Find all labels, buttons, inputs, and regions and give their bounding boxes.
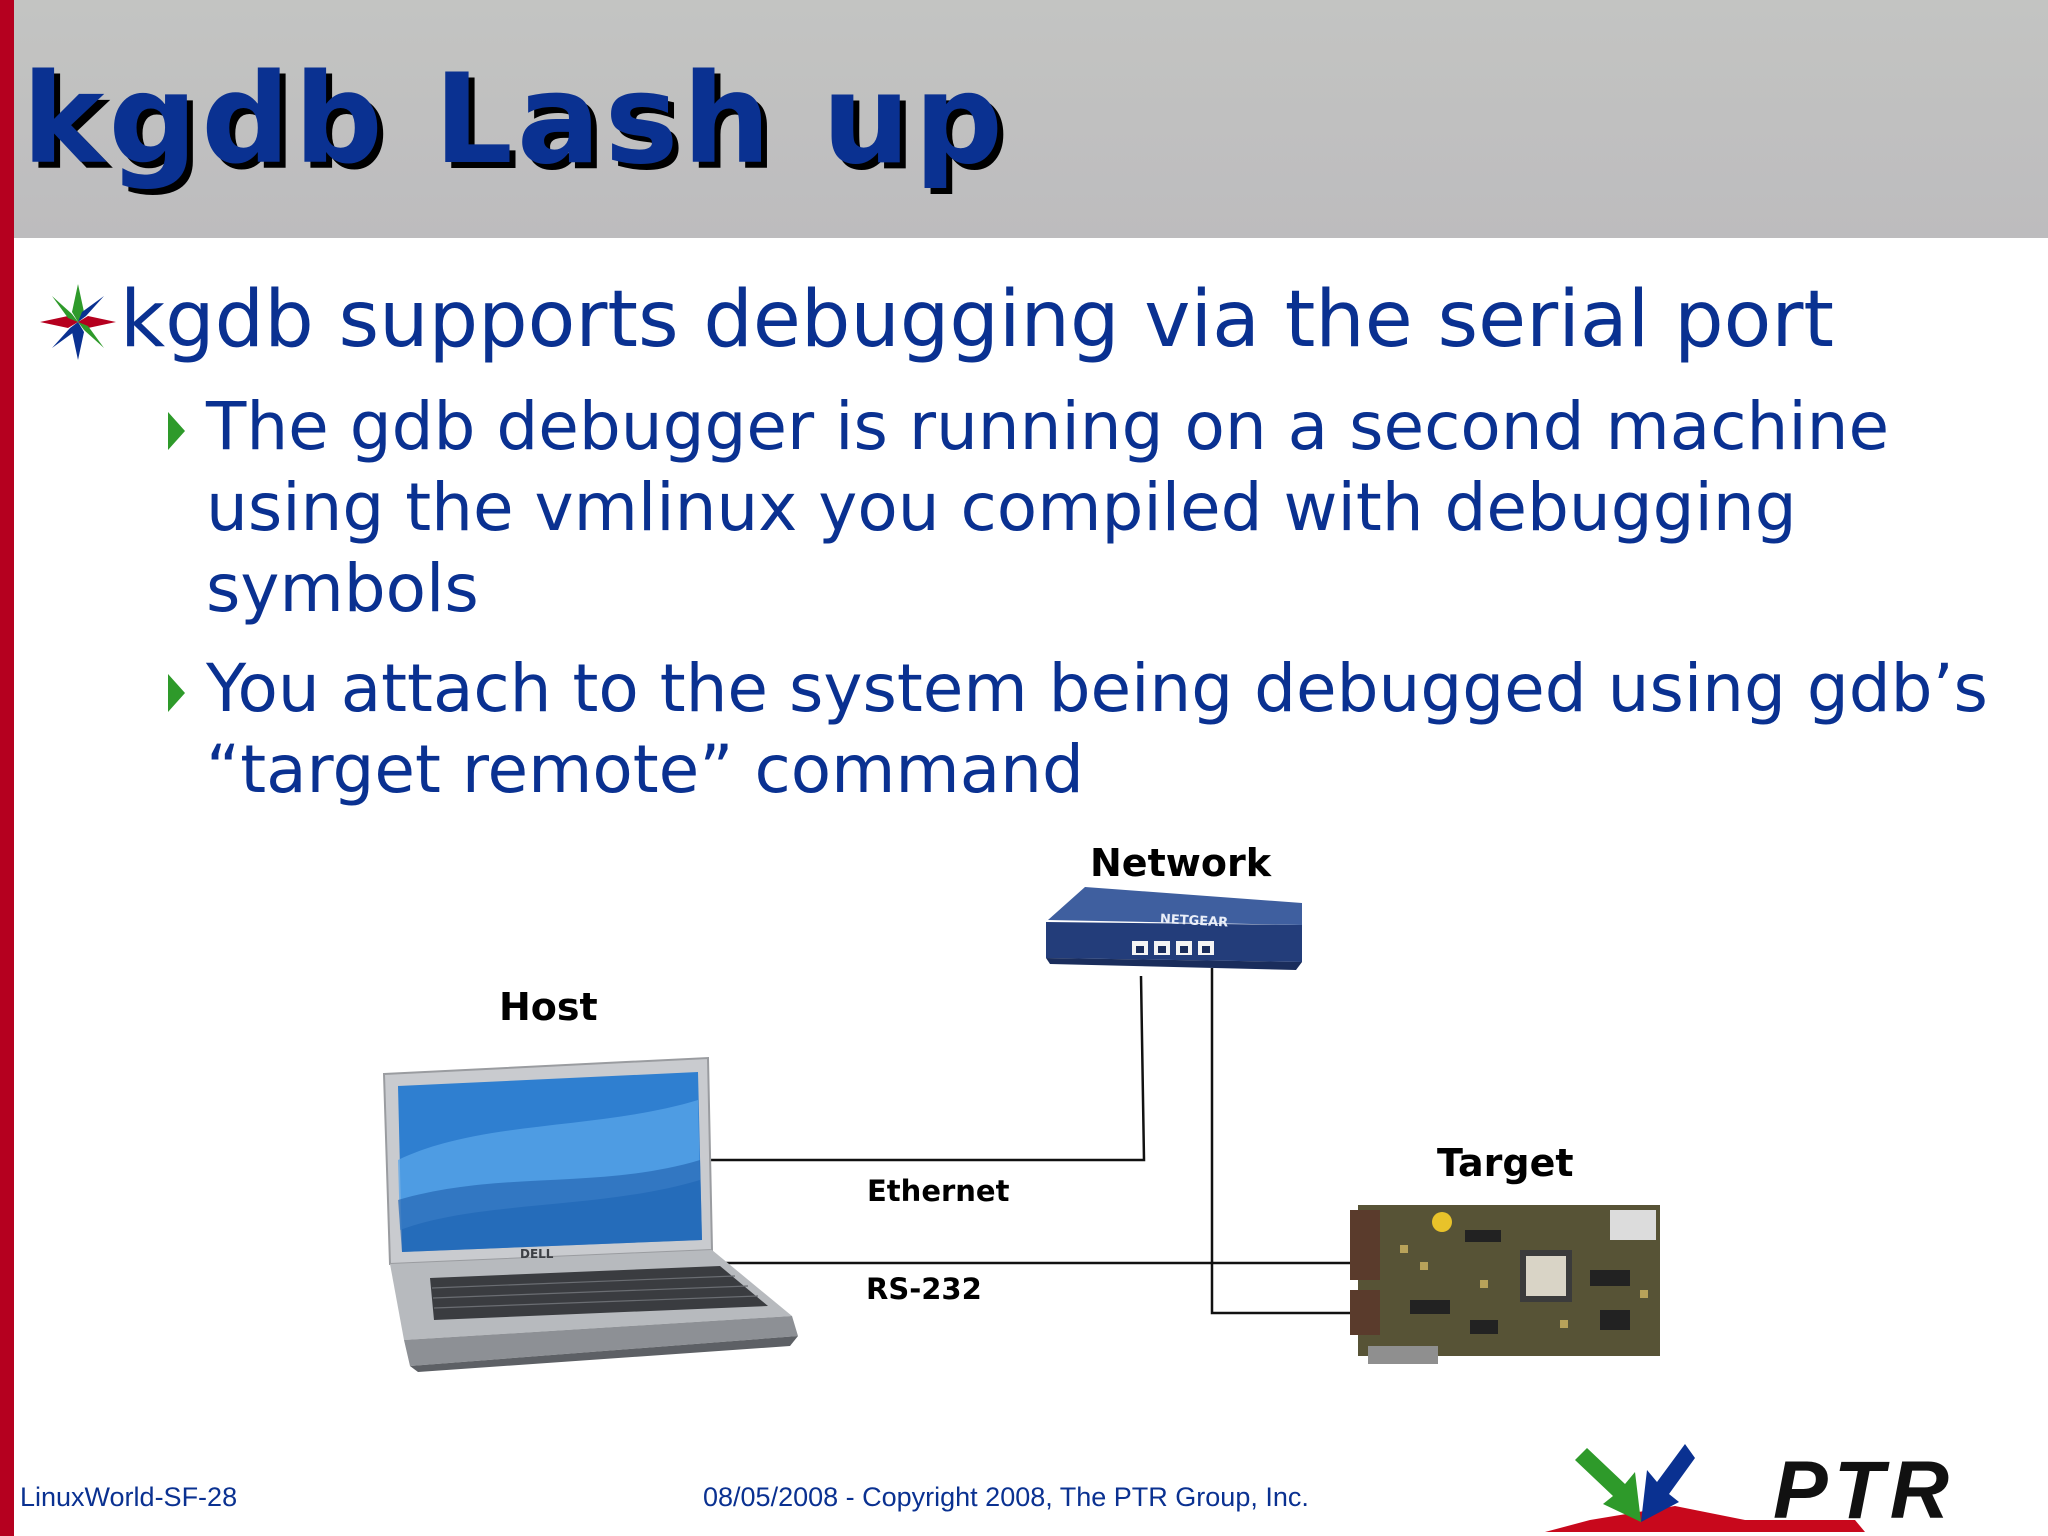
footer-copyright: 08/05/2008 - Copyright 2008, The PTR Gro… (703, 1482, 1309, 1512)
laptop-icon: DELL (382, 1056, 798, 1372)
network-switch-icon: NETGEAR (1046, 887, 1302, 970)
footer-slide-id: LinuxWorld-SF-28 (20, 1482, 238, 1512)
triangle-bullet-icon (168, 412, 185, 450)
svg-text:DELL: DELL (520, 1247, 554, 1261)
triangle-bullet-icon (168, 674, 185, 712)
ethernet-label: Ethernet (867, 1174, 1010, 1208)
target-network-line (1210, 968, 1360, 1315)
title-band (14, 0, 2048, 238)
rs232-label: RS-232 (866, 1272, 982, 1306)
sub-bullet-text: You attach to the system being debugged … (206, 650, 1988, 808)
svg-text:NETGEAR: NETGEAR (1160, 912, 1229, 931)
connection-lines (700, 968, 1360, 1315)
host-label: Host (499, 985, 598, 1029)
target-board-icon (1350, 1205, 1660, 1364)
ptr-logo-icon: PTR (1545, 1444, 1955, 1536)
starburst-bullet-icon (40, 284, 116, 360)
target-label: Target (1437, 1141, 1574, 1185)
network-label: Network (1090, 841, 1271, 885)
ethernet-line (700, 975, 1146, 1162)
slide-title: kgdb Lash up (22, 48, 1007, 192)
left-accent-bar (0, 0, 14, 1536)
main-bullet-text: kgdb supports debugging via the serial p… (120, 275, 1835, 365)
svg-text:PTR: PTR (1773, 1445, 1955, 1536)
sub-bullet-text: The gdb debugger is running on a second … (206, 388, 1890, 627)
